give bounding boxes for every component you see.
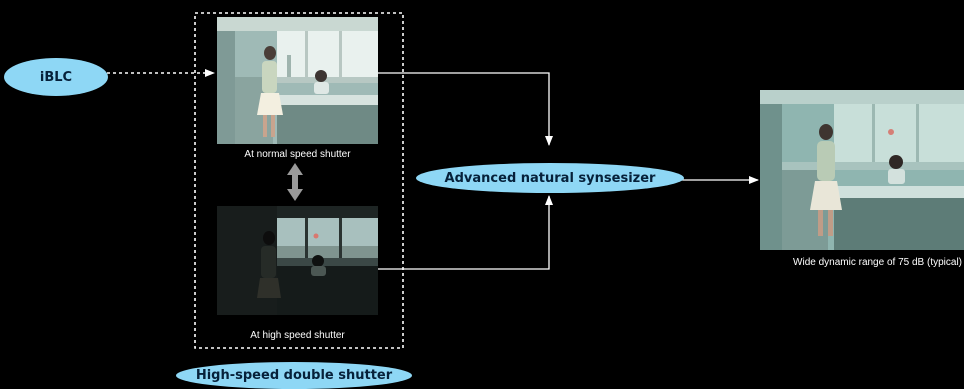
iblc-label: iBLC [39, 69, 73, 85]
double-shutter-label: High-speed double shutter [195, 368, 393, 383]
result-caption: Wide dynamic range of 75 dB (typical) [793, 257, 962, 268]
normal-to-synth-arrow [378, 72, 553, 146]
synthesizer-label: Advanced natural synsesizer [444, 170, 656, 186]
iblc-oval: iBLC [4, 58, 108, 96]
normal-speed-caption: At normal speed shutter [244, 149, 351, 160]
high-speed-photo [217, 206, 378, 315]
double-shutter-frame [194, 12, 404, 349]
high-speed-caption: At high speed shutter [250, 330, 345, 341]
double-arrow-icon [287, 163, 303, 201]
high-to-synth-arrow [378, 195, 553, 270]
result-photo [760, 90, 964, 250]
synthesizer-oval: Advanced natural synsesizer [416, 163, 684, 193]
normal-speed-photo [217, 17, 378, 144]
